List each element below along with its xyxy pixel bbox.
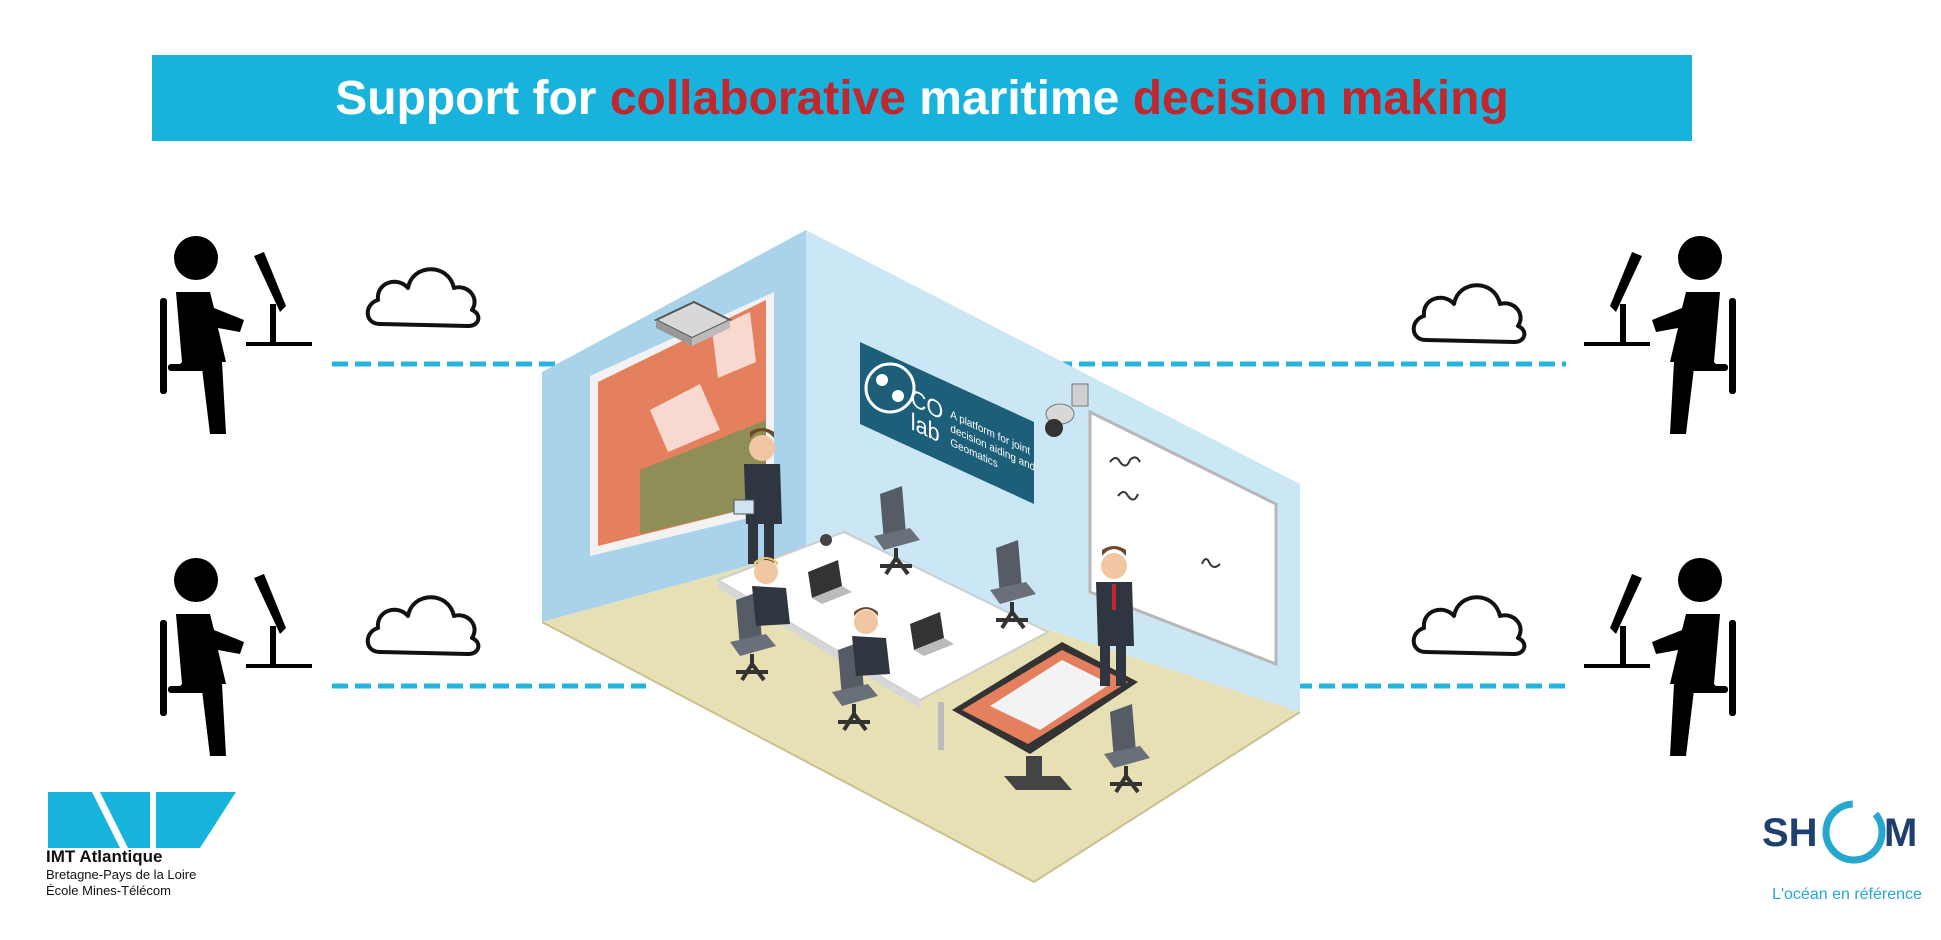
- imt-subtitle: Bretagne-Pays de la Loire: [46, 867, 197, 882]
- cloud-icon: [365, 267, 481, 328]
- remote-user-bottom-right: [1584, 558, 1736, 756]
- touch-table: [952, 642, 1138, 790]
- remote-user-top-right: [1584, 236, 1736, 434]
- cloud-icon: [365, 595, 481, 656]
- network-links: [332, 361, 1566, 689]
- seated-computer-user-icon: [1584, 236, 1736, 434]
- cloud-icon: [1411, 283, 1527, 344]
- title-highlight: decision making: [1132, 71, 1509, 125]
- seated-person-icon: [752, 557, 852, 626]
- standing-person-icon: [1096, 546, 1134, 686]
- projector-icon: [653, 300, 733, 346]
- title-highlight: collaborative: [609, 71, 906, 125]
- seated-person-icon: [852, 607, 954, 676]
- colab-poster: [860, 342, 1034, 504]
- imt-subtitle: École Mines-Télécom: [46, 883, 171, 898]
- colab-logo-icon: [864, 362, 916, 414]
- title-banner: Support for collaborative maritime decis…: [152, 55, 1692, 141]
- imt-logo-icon: [48, 792, 236, 848]
- meeting-room: CO lab A platform for joint decision aid…: [541, 230, 1301, 884]
- shom-tagline: L'océan en référence: [1772, 886, 1922, 903]
- page-title: Support for collaborative maritime decis…: [335, 71, 1509, 126]
- camera-icon: [1045, 383, 1089, 437]
- cloud-icon: [1411, 595, 1527, 656]
- shom-mark-right: M: [1884, 811, 1917, 855]
- imt-logo-text: IMT Atlantique Bretagne-Pays de la Loire…: [46, 846, 196, 899]
- shom-mark-left: SH: [1762, 811, 1818, 855]
- title-part: maritime: [905, 71, 1133, 125]
- imt-name: IMT Atlantique: [46, 847, 163, 866]
- standing-person-icon: [733, 428, 782, 564]
- room-floor: [542, 550, 1300, 882]
- title-part: Support for: [335, 71, 610, 125]
- seated-computer-user-icon: [160, 558, 312, 756]
- remote-user-top-left: [160, 236, 312, 434]
- seated-computer-user-icon: [1584, 558, 1736, 756]
- remote-user-bottom-left: [160, 558, 312, 756]
- seated-computer-user-icon: [160, 236, 312, 434]
- whiteboard: [1088, 409, 1278, 667]
- shom-logo-icon: SH M: [1762, 800, 1917, 864]
